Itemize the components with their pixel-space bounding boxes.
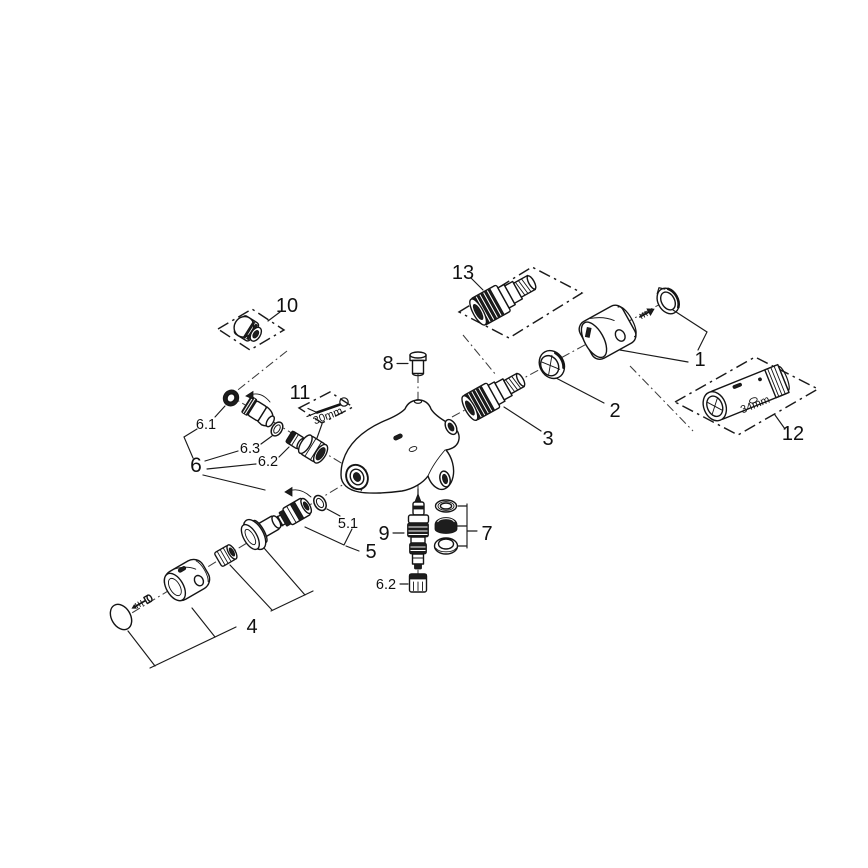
body-left-flange	[345, 463, 369, 491]
frame-part-13	[457, 266, 584, 339]
part-3-connector	[461, 372, 526, 422]
part-1-screw	[639, 308, 655, 320]
leader-13	[470, 277, 484, 291]
leader-2	[555, 377, 605, 404]
body-spout-tip	[439, 470, 451, 488]
part-4-cap	[109, 603, 133, 631]
axis-group4-5	[116, 480, 350, 623]
part-6-elbow-union	[241, 396, 276, 428]
part-6-2-lower-sleeve	[408, 573, 428, 593]
label-5-1: 5.1	[338, 516, 358, 532]
part-10-aerator	[233, 315, 263, 342]
label-6: 6	[190, 454, 202, 477]
frame-part-10	[216, 308, 286, 351]
part-1-barrel	[578, 304, 637, 360]
label-6-2-lower: 6.2	[376, 577, 396, 593]
part-13-connector	[469, 274, 537, 326]
label-10: 10	[276, 295, 298, 317]
leader-3	[503, 406, 542, 432]
label-6-1: 6.1	[196, 417, 216, 433]
leader-4-cap	[127, 630, 156, 667]
label-3: 3	[542, 428, 553, 450]
part-5-1-o-ring	[313, 494, 327, 512]
label-9: 9	[378, 523, 389, 545]
part-6-3-o-ring	[270, 421, 284, 437]
part-7-set	[433, 499, 459, 555]
part-6-union-nut	[297, 434, 329, 464]
label-2: 2	[609, 400, 620, 422]
rotate-arrow-elbow-head	[245, 390, 254, 400]
body-top-port	[413, 399, 423, 404]
label-8: 8	[382, 353, 393, 375]
body-oval-detail	[408, 446, 418, 452]
label-12: 12	[782, 423, 804, 445]
part-9-cartridge	[407, 488, 430, 570]
callouts	[127, 277, 786, 669]
part-6-2-sleeve	[285, 430, 306, 450]
axis-to-frame12	[629, 365, 694, 432]
rotate-arrow-cartridge-head	[284, 486, 293, 497]
part-4-knurled-nut	[214, 544, 238, 567]
part-7-cap	[434, 517, 458, 534]
part-12-socket-tool: 34mm	[702, 363, 790, 422]
leader-12	[774, 414, 786, 430]
label-7: 7	[481, 523, 492, 545]
leader-1b	[672, 309, 708, 351]
label-11: 11	[290, 382, 311, 404]
axis-frame13-to-3	[462, 334, 497, 376]
part-2-ring	[538, 349, 566, 380]
leader-10	[267, 311, 281, 322]
label-4: 4	[246, 616, 257, 638]
body-crease-spout	[427, 449, 446, 477]
part-1-handle-group	[578, 287, 680, 360]
label-6-3: 6.3	[240, 441, 260, 457]
part-7-ring	[433, 537, 459, 555]
frames	[216, 266, 820, 436]
leader-1a	[619, 349, 689, 363]
bracket-4-baseline	[149, 590, 314, 669]
part-4-handle-body	[163, 558, 211, 602]
label-5: 5	[365, 541, 376, 563]
label-13: 13	[452, 262, 474, 284]
part-4-flange	[240, 515, 282, 551]
wrench-30mm-icon	[306, 397, 349, 418]
part-4-group	[109, 515, 282, 631]
part-4-screw	[131, 594, 153, 609]
leader-4-handle	[191, 607, 216, 638]
bracket-7	[455, 503, 478, 549]
faucet-body	[340, 399, 460, 494]
label-6-2-upper: 6.2	[258, 454, 278, 470]
part-8-plug	[409, 351, 427, 377]
part-7-washer	[434, 499, 458, 513]
leader-4-nut	[229, 564, 273, 611]
label-1: 1	[694, 349, 705, 371]
bracket-5	[304, 526, 360, 552]
body-slot	[393, 433, 403, 441]
leader-6-3	[260, 435, 273, 445]
leader-5-1	[326, 508, 341, 517]
leader-4-flange	[263, 547, 306, 596]
leader-6-2-upper	[278, 446, 290, 458]
leader-wrench-to-nut	[316, 423, 323, 439]
bracket-6	[183, 428, 266, 491]
axis-frame10-to-group6	[233, 350, 288, 394]
part-6-1-seal-ring	[222, 389, 240, 407]
leader-6-1	[214, 405, 226, 418]
part-1-cap	[656, 287, 680, 315]
